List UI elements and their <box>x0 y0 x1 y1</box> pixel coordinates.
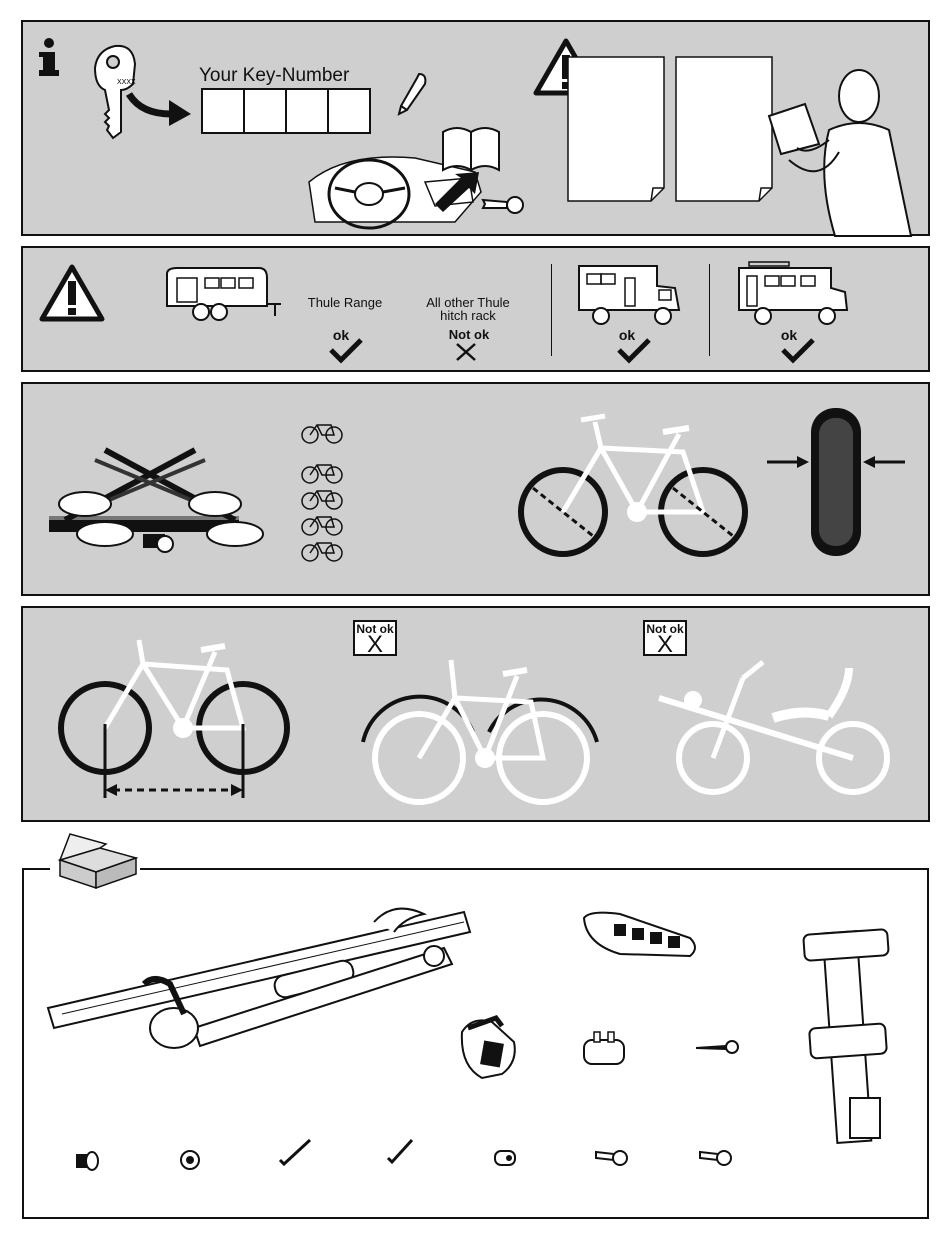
manual-page-left <box>567 56 667 202</box>
vehicle-compatibility-panel: Thule Range ok All other Thule hitch rac… <box>21 246 930 372</box>
thule-range-label: Thule Range <box>295 296 395 310</box>
small-key-icon <box>479 192 523 218</box>
fender-not-ok-label: Not ok X <box>353 620 397 656</box>
key-part-1 <box>594 1144 630 1170</box>
bike-type-panel: Not ok X Not ok X <box>21 606 930 822</box>
hitch-rack-icon <box>45 440 265 560</box>
recumbent-bike-icon <box>653 648 903 798</box>
motorhome-icon <box>735 260 855 324</box>
camper-truck-icon <box>575 262 685 326</box>
wheel-size-bike-icon <box>513 408 753 568</box>
tire-width-icon <box>767 404 907 564</box>
info-panel: XXXX Your Key-Number <box>21 20 930 236</box>
bolt-part <box>72 1148 102 1174</box>
long-screw-part <box>694 1038 740 1056</box>
strap-buckle-part <box>452 1012 522 1082</box>
warning-icon <box>39 264 105 322</box>
check-icon <box>329 338 363 362</box>
divider-2 <box>709 264 710 356</box>
bike-capacity-panel <box>21 382 930 596</box>
check-icon <box>781 338 815 362</box>
other-racks-label-line2: hitch rack <box>413 309 523 323</box>
caravan-trailer-icon <box>163 266 283 322</box>
washer-part <box>178 1148 202 1172</box>
key-part-2 <box>698 1144 734 1170</box>
wheel-tray-part <box>580 908 704 960</box>
ratchet-strap-part <box>800 922 890 1148</box>
info-icon <box>37 38 61 78</box>
check-icon <box>617 338 651 362</box>
end-cap-part <box>580 1030 630 1068</box>
key-number-box-1[interactable] <box>201 88 245 134</box>
other-racks-status: Not ok <box>439 328 499 342</box>
divider-1 <box>551 264 552 356</box>
hex-key-small-part <box>384 1138 418 1170</box>
reading-person-icon <box>739 56 929 236</box>
arrow-icon <box>127 80 193 126</box>
multi-bike-icon <box>301 460 343 572</box>
key-number-box-2[interactable] <box>243 88 287 134</box>
lock-cylinder-part <box>492 1146 520 1170</box>
manual-book-icon <box>441 122 505 174</box>
fender-bike-icon <box>361 652 601 802</box>
bike-holder-arm-part <box>44 904 484 1054</box>
cross-icon <box>455 342 477 362</box>
single-bike-icon <box>301 420 343 444</box>
hex-key-large-part <box>276 1138 316 1174</box>
key-number-label: Your Key-Number <box>199 66 379 86</box>
wheelbase-bike-icon <box>53 628 293 808</box>
pen-icon <box>389 70 429 120</box>
